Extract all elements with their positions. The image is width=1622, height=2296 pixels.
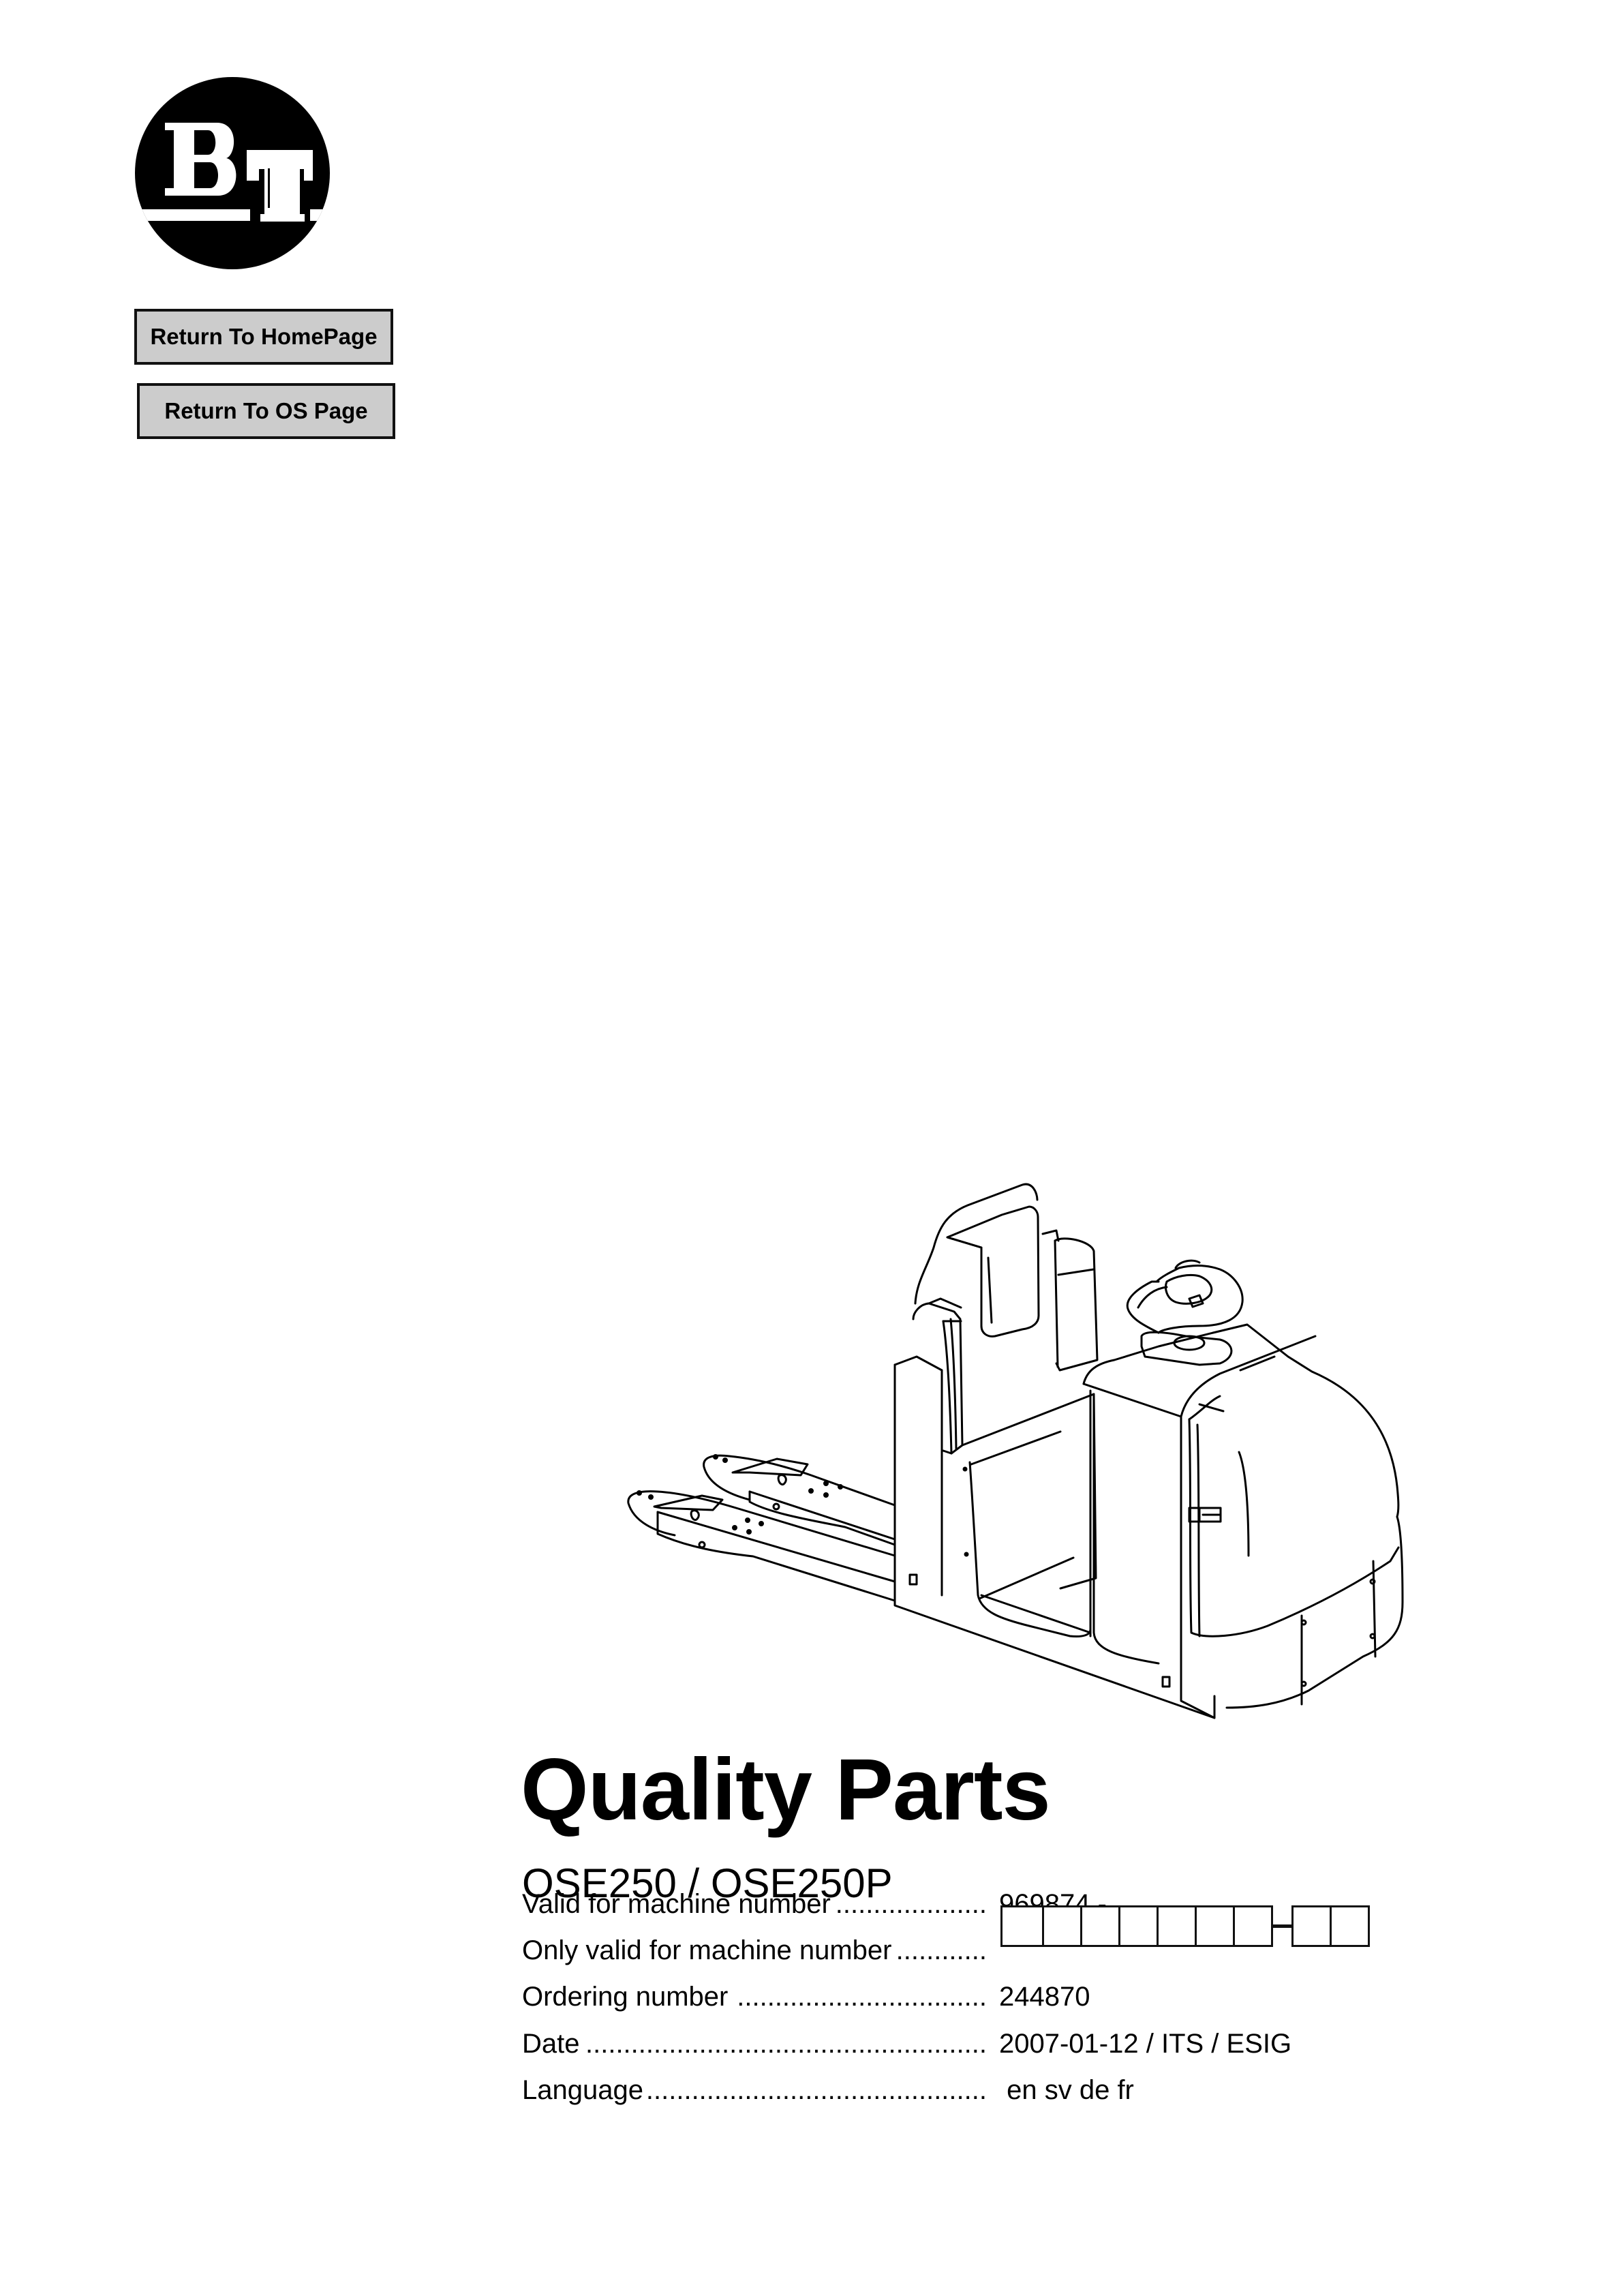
- spec-value: 244870: [999, 1982, 1090, 2012]
- spec-row-valid-for-machine: Valid for machine number ...............…: [522, 1877, 1408, 1918]
- digit-box-4[interactable]: [1118, 1905, 1159, 1947]
- dot-leader: ........................................…: [585, 2030, 987, 2057]
- spec-row-ordering-number: Ordering number ........................…: [522, 1969, 1408, 2010]
- dot-leader: .................................: [737, 1983, 987, 2010]
- digit-box-9[interactable]: [1330, 1905, 1370, 1947]
- return-to-homepage-button[interactable]: Return To HomePage: [134, 309, 393, 365]
- digit-box-7[interactable]: [1233, 1905, 1273, 1947]
- box-separator-dash: [1273, 1924, 1291, 1928]
- spec-label: Only valid for machine number: [522, 1935, 892, 1965]
- spec-label: Date: [522, 2029, 580, 2059]
- pallet-truck-illustration-icon: [627, 1183, 1404, 1719]
- bt-logo: [134, 76, 331, 271]
- spec-row-date: Date ...................................…: [522, 2016, 1408, 2057]
- spec-label: Ordering number: [522, 1982, 729, 2012]
- spec-row-language: Language ...............................…: [522, 2063, 1408, 2104]
- bt-logo-icon: [135, 77, 330, 269]
- spec-value: 2007-01-12 / ITS / ESIG: [999, 2029, 1292, 2059]
- spec-row-only-valid-for-machine: Only valid for machine number ..........…: [522, 1905, 1408, 1965]
- dot-leader: ........................................…: [645, 2076, 987, 2104]
- spec-label: Valid for machine number: [522, 1889, 831, 1919]
- digit-box-8[interactable]: [1291, 1905, 1332, 1947]
- digit-box-5[interactable]: [1157, 1905, 1197, 1947]
- spec-value: en sv de fr: [999, 2075, 1134, 2105]
- return-to-os-page-button[interactable]: Return To OS Page: [137, 383, 395, 439]
- digit-box-1[interactable]: [1000, 1905, 1044, 1947]
- digit-box-6[interactable]: [1195, 1905, 1235, 1947]
- digit-box-3[interactable]: [1080, 1905, 1120, 1947]
- dot-leader: ....................: [835, 1890, 987, 1918]
- model-designation: OSE250 / OSE250P: [522, 1860, 893, 1906]
- pallet-truck-illustration: [613, 1173, 1431, 1732]
- return-to-os-page-label: Return To OS Page: [164, 398, 368, 423]
- document-title: Quality Parts: [521, 1741, 1051, 1839]
- dot-leader: ............: [896, 1937, 987, 1964]
- spec-label: Language: [522, 2075, 643, 2105]
- digit-box-2[interactable]: [1042, 1905, 1082, 1947]
- return-to-homepage-label: Return To HomePage: [150, 324, 378, 349]
